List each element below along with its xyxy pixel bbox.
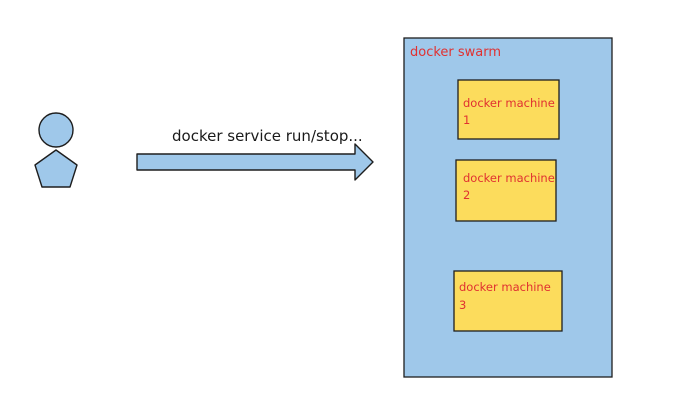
machine-box <box>453 270 563 332</box>
machine-number: 2 <box>463 188 470 202</box>
machine-number: 3 <box>459 298 466 312</box>
docker-machine-2: docker machine 2 <box>455 159 557 222</box>
docker-machine-3: docker machine 3 <box>453 270 563 332</box>
person-body <box>34 149 78 188</box>
command-arrow <box>136 143 374 181</box>
machine-label: docker machine <box>459 280 551 294</box>
machine-box <box>455 159 557 222</box>
machine-number: 1 <box>463 113 470 127</box>
machine-box <box>457 79 560 140</box>
person-icon <box>34 112 78 188</box>
swarm-label: docker swarm <box>410 45 501 60</box>
person-head <box>38 112 74 148</box>
machine-label: docker machine <box>463 96 555 110</box>
docker-machine-1: docker machine 1 <box>457 79 560 140</box>
arrow-label: docker service run/stop... <box>172 127 363 145</box>
machine-label: docker machine <box>463 171 555 185</box>
